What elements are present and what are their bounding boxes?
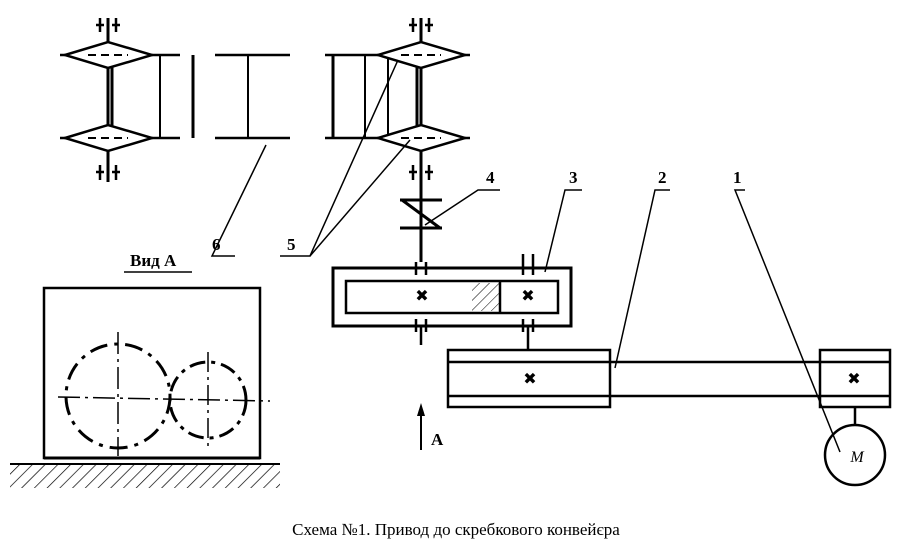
callout-numbers: 1 2 3 4 5 6 — [212, 168, 742, 254]
view-a: Вид А — [10, 251, 280, 488]
svg-text:✖: ✖ — [415, 286, 428, 305]
electric-motor: М — [823, 423, 887, 487]
view-a-title: Вид А — [130, 251, 177, 270]
view-arrow-a: А — [417, 403, 444, 450]
callout-6: 6 — [212, 235, 221, 254]
motor-label: М — [849, 449, 865, 466]
sprocket-right-top — [373, 40, 470, 70]
sprocket-left-bottom — [60, 123, 157, 153]
coupling — [400, 198, 442, 230]
callout-4: 4 — [486, 168, 495, 187]
callout-1: 1 — [733, 168, 742, 187]
svg-text:✖: ✖ — [521, 286, 534, 305]
leader-lines — [210, 59, 841, 453]
svg-text:✖: ✖ — [847, 369, 860, 388]
gear-reducer: ✖ ✖ — [331, 254, 573, 350]
view-arrow-label: А — [431, 430, 444, 449]
belt-drive: ✖ ✖ — [446, 348, 892, 425]
sprocket-left-top — [60, 40, 157, 70]
callout-5: 5 — [287, 235, 296, 254]
sprocket-right-bottom — [373, 123, 470, 153]
figure-caption: Схема №1. Привод до скребкового конвейєр… — [292, 520, 620, 539]
callout-3: 3 — [569, 168, 578, 187]
bearings — [96, 18, 433, 180]
callout-2: 2 — [658, 168, 667, 187]
svg-text:✖: ✖ — [523, 369, 536, 388]
